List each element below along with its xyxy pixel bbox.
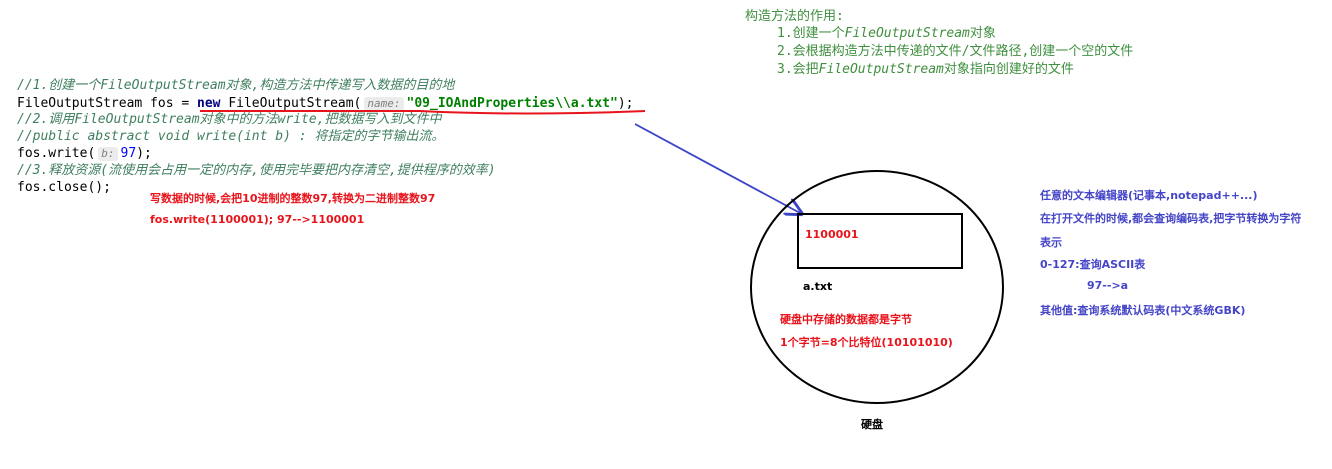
editor-note-gbk: 其他值:查询系统默认码表(中文系统GBK) — [1040, 304, 1246, 317]
code-comment-write-c: 对象中的方法 — [199, 112, 278, 127]
code-comment-create-c: 对象,构造方法中传递写入数据的目的地 — [225, 78, 455, 93]
code-line-write-a: fos.write( — [17, 146, 96, 161]
number-97: 97 — [120, 146, 137, 161]
disk-note-bytes: 硬盘中存储的数据都是字节 — [780, 313, 912, 326]
code-comment-write: //2.调用FileOutputStream对象中的方法write,把数据写入到… — [17, 111, 442, 128]
constructor-item-2: 2.会根据构造方法中传递的文件/文件路径,创建一个空的文件 — [777, 44, 1134, 59]
disk-note-bits: 1个字节=8个比特位(10101010) — [780, 336, 953, 349]
disk-label: 硬盘 — [861, 418, 883, 431]
file-rect — [797, 213, 963, 269]
string-path: "09_IOAndProperties\\a.txt" — [406, 96, 618, 111]
code-comment-write-b: FileOutputStream — [74, 112, 200, 127]
constructor-item-1-c: 对象 — [969, 26, 996, 41]
constructor-item-1: 1.创建一个FileOutputStream对象 — [777, 25, 996, 43]
code-comment-write-e: ,把数据写入到文件中 — [316, 112, 442, 127]
file-name: a.txt — [803, 280, 833, 293]
code-comment-signature: //public abstract void write(int b) : 将指… — [17, 129, 445, 144]
file-content: 1100001 — [805, 228, 859, 241]
editor-note-2: 在打开文件的时候,都会查询编码表,把字节转换为字符 — [1040, 212, 1302, 225]
code-comment-create: //1.创建一个FileOutputStream对象,构造方法中传递写入数据的目… — [17, 77, 454, 94]
code-line-new-stream-a: FileOutputStream fos = — [17, 96, 198, 111]
keyword-new: new — [197, 96, 221, 111]
disk-ellipse — [750, 170, 1004, 404]
constructor-item-3-c: 对象指向创建好的文件 — [943, 62, 1074, 77]
editor-note-ascii: 0-127:查询ASCII表 — [1040, 258, 1146, 271]
code-comment-close: //3.释放资源(流使用会占用一定的内存,使用完毕要把内存清空,提供程序的效率) — [17, 163, 496, 178]
code-comment-write-d: write — [277, 112, 317, 127]
constructor-item-3: 3.会把FileOutputStream对象指向创建好的文件 — [777, 61, 1074, 79]
code-line-new-stream: FileOutputStream fos = new FileOutputStr… — [17, 95, 634, 112]
code-comment-create-b: FileOutputStream — [100, 78, 226, 93]
constructor-item-1-a: 1.创建一个 — [777, 26, 845, 41]
note-write-binary: fos.write(1100001); 97-->1100001 — [150, 213, 365, 226]
constructor-item-1-b: FileOutputStream — [844, 26, 970, 41]
code-line-new-stream-end: ); — [617, 96, 634, 111]
param-hint-name: name: — [364, 97, 404, 111]
code-line-write-end: ); — [136, 146, 152, 161]
code-line-new-stream-b: FileOutputStream( — [220, 96, 362, 111]
code-comment-create-a: //1.创建一个 — [17, 78, 101, 93]
editor-note-1: 任意的文本编辑器(记事本,notepad++...) — [1040, 189, 1258, 202]
arrow-to-file — [634, 123, 800, 213]
code-line-write: fos.write(b:97); — [17, 145, 152, 162]
editor-note-3: 表示 — [1040, 236, 1062, 249]
constructor-title: 构造方法的作用: — [745, 9, 844, 24]
constructor-item-3-a: 3.会把 — [777, 62, 819, 77]
editor-note-97: 97-->a — [1087, 279, 1129, 292]
note-binary-conversion: 写数据的时候,会把10进制的整数97,转换为二进制整数97 — [150, 192, 436, 205]
code-comment-write-a: //2.调用 — [17, 112, 75, 127]
underline-constructor — [200, 110, 646, 115]
constructor-item-3-b: FileOutputStream — [818, 62, 944, 77]
param-hint-b: b: — [98, 147, 118, 161]
code-line-close: fos.close(); — [17, 180, 111, 195]
